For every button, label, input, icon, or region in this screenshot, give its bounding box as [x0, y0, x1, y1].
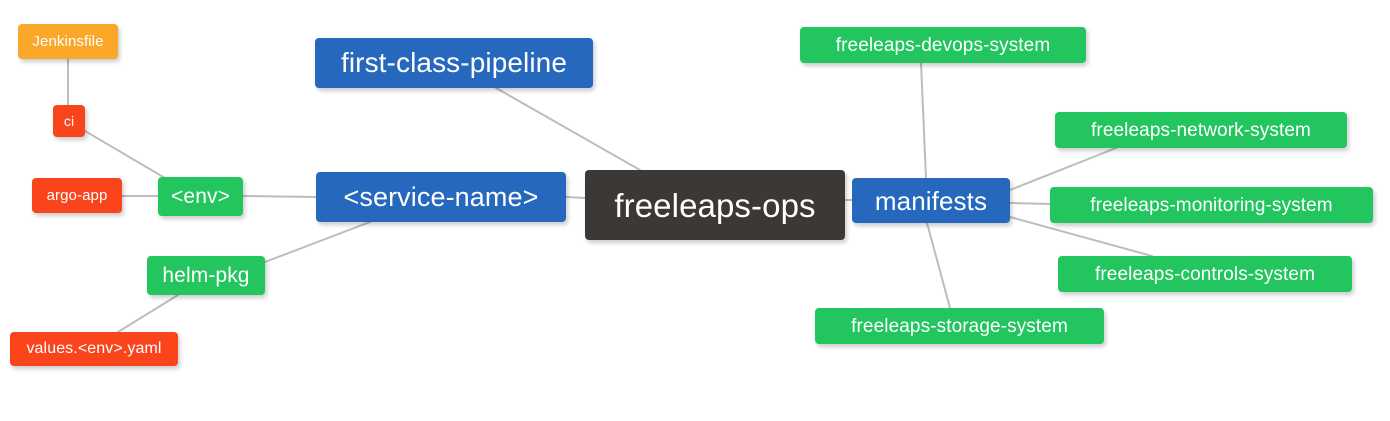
mindmap-node-freeleaps-ops[interactable]: freeleaps-ops [585, 170, 845, 240]
mindmap-node-label: freeleaps-monitoring-system [1090, 194, 1333, 216]
mindmap-node-jenkinsfile[interactable]: Jenkinsfile [18, 24, 118, 59]
mindmap-edge [1009, 147, 1117, 191]
mindmap-node-label: freeleaps-devops-system [835, 34, 1051, 56]
mindmap-node-freeleaps-devops-system[interactable]: freeleaps-devops-system [800, 27, 1086, 63]
mindmap-node-label: Jenkinsfile [32, 33, 104, 50]
mindmap-node-label: freeleaps-controls-system [1094, 263, 1316, 285]
mindmap-node-label: manifests [874, 185, 988, 216]
mindmap-edge [117, 294, 179, 333]
mindmap-node-manifests[interactable]: manifests [852, 178, 1010, 223]
mindmap-node-env[interactable]: <env> [158, 177, 243, 216]
mindmap-node-label: argo-app [46, 187, 108, 204]
mindmap-node-label: <env> [171, 185, 230, 208]
mindmap-node-freeleaps-monitoring-system[interactable]: freeleaps-monitoring-system [1050, 187, 1373, 223]
mindmap-node-freeleaps-storage-system[interactable]: freeleaps-storage-system [815, 308, 1104, 344]
mindmap-node-freeleaps-controls-system[interactable]: freeleaps-controls-system [1058, 256, 1352, 292]
mindmap-edge [242, 195, 317, 198]
mindmap-node-freeleaps-network-system[interactable]: freeleaps-network-system [1055, 112, 1347, 148]
mindmap-edge [264, 221, 371, 263]
mindmap-edge [565, 196, 586, 199]
mindmap-node-service-name[interactable]: <service-name> [316, 172, 566, 222]
mindmap-node-label: helm-pkg [162, 264, 250, 287]
mindmap-node-label: <service-name> [343, 181, 539, 212]
mindmap-node-argo-app[interactable]: argo-app [32, 178, 122, 213]
mindmap-node-label: first-class-pipeline [340, 47, 568, 78]
mindmap-edge [926, 222, 951, 309]
mindmap-node-label: freeleaps-network-system [1091, 119, 1311, 141]
mindmap-edge [920, 62, 927, 179]
mindmap-edge [495, 87, 641, 171]
mindmap-edge [1009, 202, 1051, 205]
mindmap-node-label: freeleaps-storage-system [851, 315, 1068, 337]
mindmap-node-first-class-pipeline[interactable]: first-class-pipeline [315, 38, 593, 88]
mindmap-node-label: ci [63, 113, 75, 129]
mindmap-node-label: freeleaps-ops [614, 186, 816, 224]
mindmap-node-label: values.<env>.yaml [26, 340, 162, 357]
mindmap-edge [84, 130, 166, 179]
mindmap-node-helm-pkg[interactable]: helm-pkg [147, 256, 265, 295]
mindmap-node-ci[interactable]: ci [53, 105, 85, 137]
mindmap-node-values-yaml[interactable]: values.<env>.yaml [10, 332, 178, 366]
